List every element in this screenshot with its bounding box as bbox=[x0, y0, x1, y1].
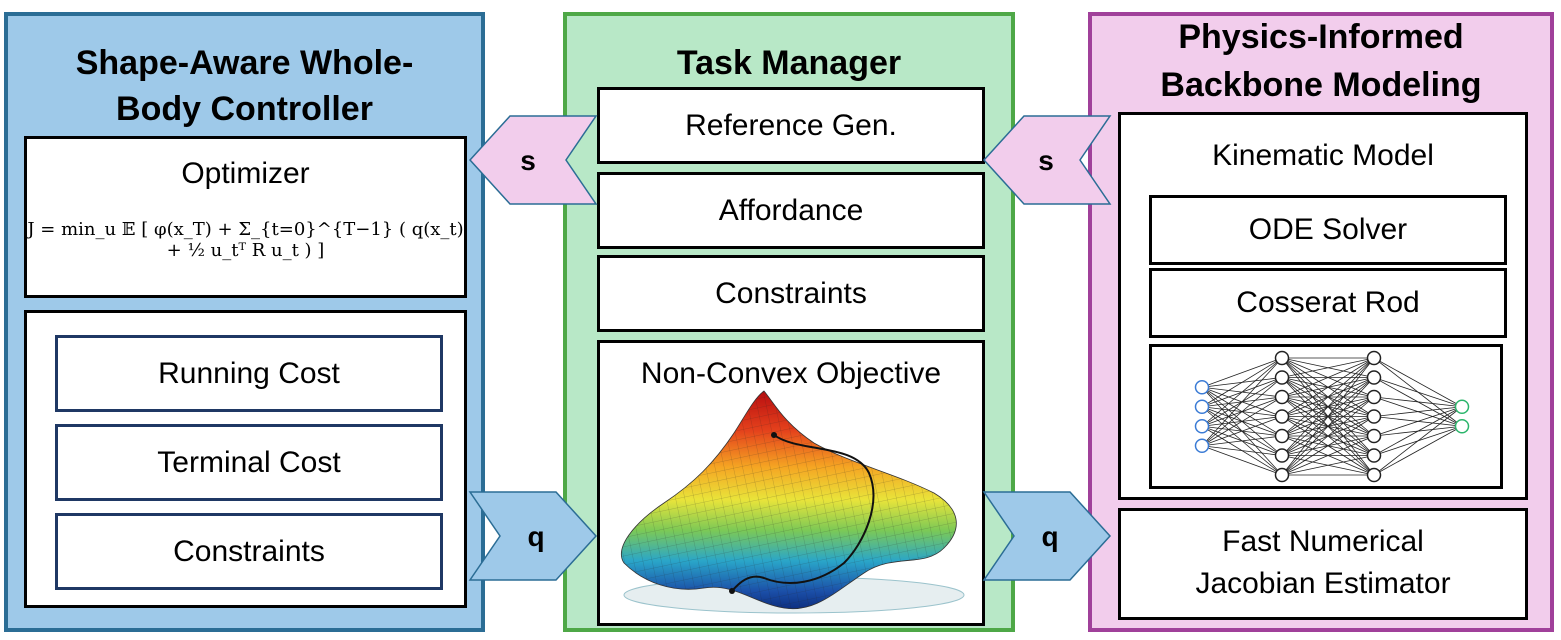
q-arrow-to-backbone: q bbox=[982, 491, 1112, 581]
running-cost-label: Running Cost bbox=[158, 356, 340, 390]
nn-connection bbox=[1201, 445, 1283, 456]
nn-hidden-node bbox=[1366, 428, 1382, 444]
controller-panel: Shape-Aware Whole- Body Controller Optim… bbox=[4, 12, 485, 632]
nn-output-node bbox=[1454, 399, 1470, 414]
s-arrow-to-task-manager: s bbox=[982, 115, 1112, 205]
nn-connection bbox=[1281, 357, 1375, 437]
task-constraints-box: Constraints bbox=[597, 255, 985, 332]
affordance-label: Affordance bbox=[718, 193, 864, 227]
reference-gen-box: Reference Gen. bbox=[597, 87, 985, 164]
nn-input-node bbox=[1194, 399, 1210, 414]
nn-connection bbox=[1201, 357, 1283, 427]
nn-input-node bbox=[1194, 380, 1210, 395]
optimizer-label: Optimizer bbox=[181, 157, 310, 190]
neural-network-box bbox=[1149, 344, 1503, 489]
nn-connection bbox=[1201, 435, 1283, 447]
optimizer-formula: J = min_u 𝔼 [ φ(x_T) + Σ_{t=0}^{T−1} ( q… bbox=[27, 219, 464, 261]
q-arrow-left-label: q bbox=[527, 521, 544, 552]
s-arrow-left-label: s bbox=[520, 145, 536, 176]
s-arrow-right-label: s bbox=[1038, 145, 1054, 176]
nn-connection bbox=[1281, 357, 1375, 456]
q-arrow-right-label: q bbox=[1041, 521, 1058, 552]
reference-gen-label: Reference Gen. bbox=[685, 108, 897, 142]
nn-connection bbox=[1281, 416, 1375, 476]
q-arrow-to-task-manager: q bbox=[468, 491, 598, 581]
nn-connection bbox=[1201, 377, 1283, 447]
nn-connection bbox=[1281, 455, 1375, 476]
kinematic-model-box: Kinematic Model ODE Solver Cosserat Rod bbox=[1118, 112, 1528, 500]
backbone-title-line1: Physics-Informed bbox=[1178, 18, 1464, 56]
affordance-box: Affordance bbox=[597, 172, 985, 249]
nn-connection bbox=[1281, 357, 1375, 398]
kinematic-model-label: Kinematic Model bbox=[1212, 139, 1434, 172]
task-manager-panel: Task Manager Reference Gen. Affordance C… bbox=[563, 12, 1015, 632]
nn-connection bbox=[1281, 435, 1375, 476]
nn-connection bbox=[1373, 406, 1463, 417]
nn-hidden-node bbox=[1366, 350, 1382, 366]
nn-connection bbox=[1281, 357, 1375, 378]
nn-hidden-node bbox=[1366, 370, 1382, 385]
objective-label: Non-Convex Objective bbox=[640, 357, 942, 390]
terminal-cost-box: Terminal Cost bbox=[55, 424, 443, 501]
objective-surface-image bbox=[621, 390, 965, 614]
objective-box: Non-Convex Objective bbox=[597, 340, 985, 626]
nn-hidden-node bbox=[1274, 389, 1290, 405]
nn-connection bbox=[1373, 406, 1463, 476]
cosserat-rod-box: Cosserat Rod bbox=[1149, 268, 1507, 338]
nn-connection bbox=[1281, 396, 1375, 476]
nn-hidden-node bbox=[1366, 409, 1382, 424]
nn-connection bbox=[1373, 425, 1463, 476]
constraints-cost-label: Constraints bbox=[173, 534, 325, 568]
nn-connection bbox=[1373, 406, 1463, 437]
backbone-title-line2: Backbone Modeling bbox=[1160, 66, 1482, 104]
task-manager-title: Task Manager bbox=[676, 44, 902, 82]
nn-hidden-node bbox=[1366, 389, 1382, 405]
nn-hidden-node bbox=[1274, 370, 1290, 385]
constraints-cost-box: Constraints bbox=[55, 513, 443, 590]
optimizer-box: Optimizer J = min_u 𝔼 [ φ(x_T) + Σ_{t=0}… bbox=[24, 136, 467, 298]
nn-hidden-node bbox=[1274, 428, 1290, 444]
cosserat-rod-label: Cosserat Rod bbox=[1236, 286, 1420, 319]
cost-container: Running Cost Terminal Cost Constraints bbox=[24, 310, 467, 608]
nn-connection bbox=[1281, 357, 1375, 417]
nn-connection bbox=[1201, 357, 1283, 388]
jacobian-label-line2: Jacobian Estimator bbox=[1195, 567, 1451, 600]
nn-hidden-node bbox=[1274, 350, 1290, 366]
ode-solver-label: ODE Solver bbox=[1248, 213, 1408, 246]
s-arrow-to-controller: s bbox=[468, 115, 598, 205]
backbone-modeling-panel: Physics-Informed Backbone Modeling Kinem… bbox=[1088, 12, 1554, 632]
nn-hidden-node bbox=[1274, 467, 1290, 483]
nn-connection bbox=[1201, 357, 1283, 408]
neural-network-diagram bbox=[1194, 350, 1470, 483]
jacobian-estimator-box: Fast Numerical Jacobian Estimator bbox=[1118, 508, 1528, 620]
nn-connection bbox=[1201, 357, 1283, 447]
nn-hidden-node bbox=[1366, 448, 1382, 463]
nn-connection bbox=[1373, 357, 1463, 408]
nn-hidden-node bbox=[1274, 409, 1290, 424]
nn-input-node bbox=[1194, 419, 1210, 434]
nn-connection bbox=[1373, 377, 1463, 408]
nn-connection bbox=[1281, 357, 1375, 476]
ode-solver-box: ODE Solver bbox=[1149, 195, 1507, 265]
nn-output-node bbox=[1454, 419, 1470, 434]
nn-connection bbox=[1373, 406, 1463, 456]
nn-connection bbox=[1281, 377, 1375, 476]
nn-input-node bbox=[1194, 438, 1210, 453]
nn-connection bbox=[1373, 396, 1463, 408]
nn-hidden-node bbox=[1366, 467, 1382, 483]
nn-connection bbox=[1201, 396, 1283, 447]
terminal-cost-label: Terminal Cost bbox=[157, 445, 341, 479]
nn-connection bbox=[1201, 416, 1283, 447]
task-constraints-label: Constraints bbox=[715, 276, 867, 310]
nn-hidden-node bbox=[1274, 448, 1290, 463]
nn-connection bbox=[1201, 445, 1283, 476]
controller-title-line2: Body Controller bbox=[116, 90, 373, 128]
controller-title-line1: Shape-Aware Whole- bbox=[75, 44, 414, 82]
jacobian-label-line1: Fast Numerical bbox=[1222, 525, 1424, 558]
running-cost-box: Running Cost bbox=[55, 335, 443, 412]
